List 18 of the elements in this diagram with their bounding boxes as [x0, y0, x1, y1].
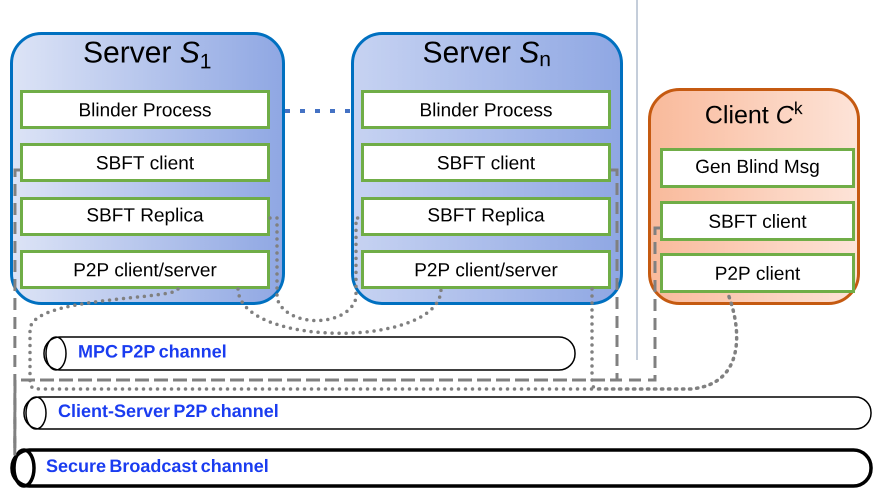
component-box: P2P client/server [20, 250, 270, 289]
component-box: SBFT Replica [20, 197, 270, 236]
connector-line [285, 109, 351, 113]
connector-line [590, 287, 738, 391]
component-box: SBFT Replica [361, 197, 611, 236]
component-box: SBFT client [361, 143, 611, 182]
channel-tube: Secure Broadcast channel [10, 448, 873, 488]
connector-line [13, 168, 20, 456]
component-box: P2P client/server [361, 250, 611, 289]
component-box: P2P client [660, 253, 855, 293]
channel-tube: Client-Server P2P channel [23, 396, 872, 430]
component-box: SBFT client [660, 201, 855, 241]
component-box: SBFT client [20, 143, 270, 182]
channel-tube: MPC P2P channel [43, 336, 576, 371]
connector-line [28, 287, 738, 391]
component-box: Blinder Process [20, 90, 270, 129]
component-box: Blinder Process [361, 90, 611, 129]
component-box: Gen Blind Msg [660, 148, 855, 188]
